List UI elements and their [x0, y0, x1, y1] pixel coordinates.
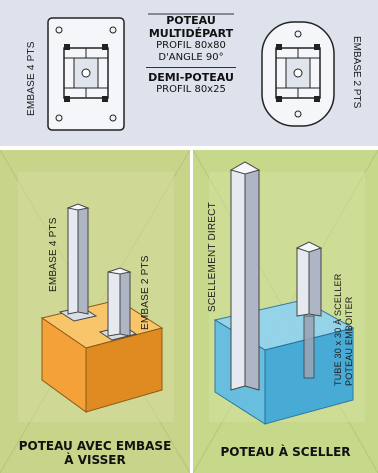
divider [146, 67, 236, 68]
post-profile-line1: PROFIL 80x80 [146, 40, 236, 52]
embase-2-label: EMBASE 2 PTS [351, 36, 362, 108]
direct-seal-post [231, 162, 259, 390]
tall-post-label: EMBASE 4 PTS [48, 217, 59, 292]
square-base-plate [48, 18, 124, 130]
short-post [108, 268, 130, 336]
oval-base-plate [262, 22, 334, 126]
tall-post [68, 204, 88, 314]
sealed-post-panel: SCELLEMENT DIRECT TUBE 30 x 30 À SCELLER… [193, 150, 378, 473]
base-plates-section: EMBASE 4 PTS EMBASE 2 PTS POTEAU MULTIDÉ… [0, 0, 378, 146]
bolted-post-caption: POTEAU AVEC EMBASE À VISSER [0, 439, 190, 467]
profile-description: POTEAU MULTIDÉPART PROFIL 80x80 D'ANGLE … [146, 14, 236, 96]
direct-seal-label: SCELLEMENT DIRECT [207, 202, 218, 312]
caption-line1: POTEAU AVEC EMBASE [0, 439, 190, 453]
sealed-post-caption: POTEAU À SCELLER [193, 445, 378, 459]
post-title-line2: MULTIDÉPART [146, 27, 236, 40]
caption-line2: À VISSER [0, 453, 190, 467]
embase-4-label: EMBASE 4 PTS [26, 41, 37, 116]
post-profile-line2: D'ANGLE 90° [146, 52, 236, 64]
post-title-line1: POTEAU [146, 14, 236, 27]
half-post-title: DEMI-POTEAU [146, 71, 236, 84]
bolted-post-illustration [0, 150, 190, 473]
half-post-profile: PROFIL 80x25 [146, 84, 236, 96]
tube-label-line1: TUBE 30 x 30 À SCELLER [333, 274, 343, 386]
tube-label-line2: POTEAU EMBOITER [344, 296, 354, 386]
bolted-post-panel: EMBASE 4 PTS EMBASE 2 PTS POTEAU AVEC EM… [0, 150, 190, 473]
short-post-label: EMBASE 2 PTS [140, 255, 151, 330]
